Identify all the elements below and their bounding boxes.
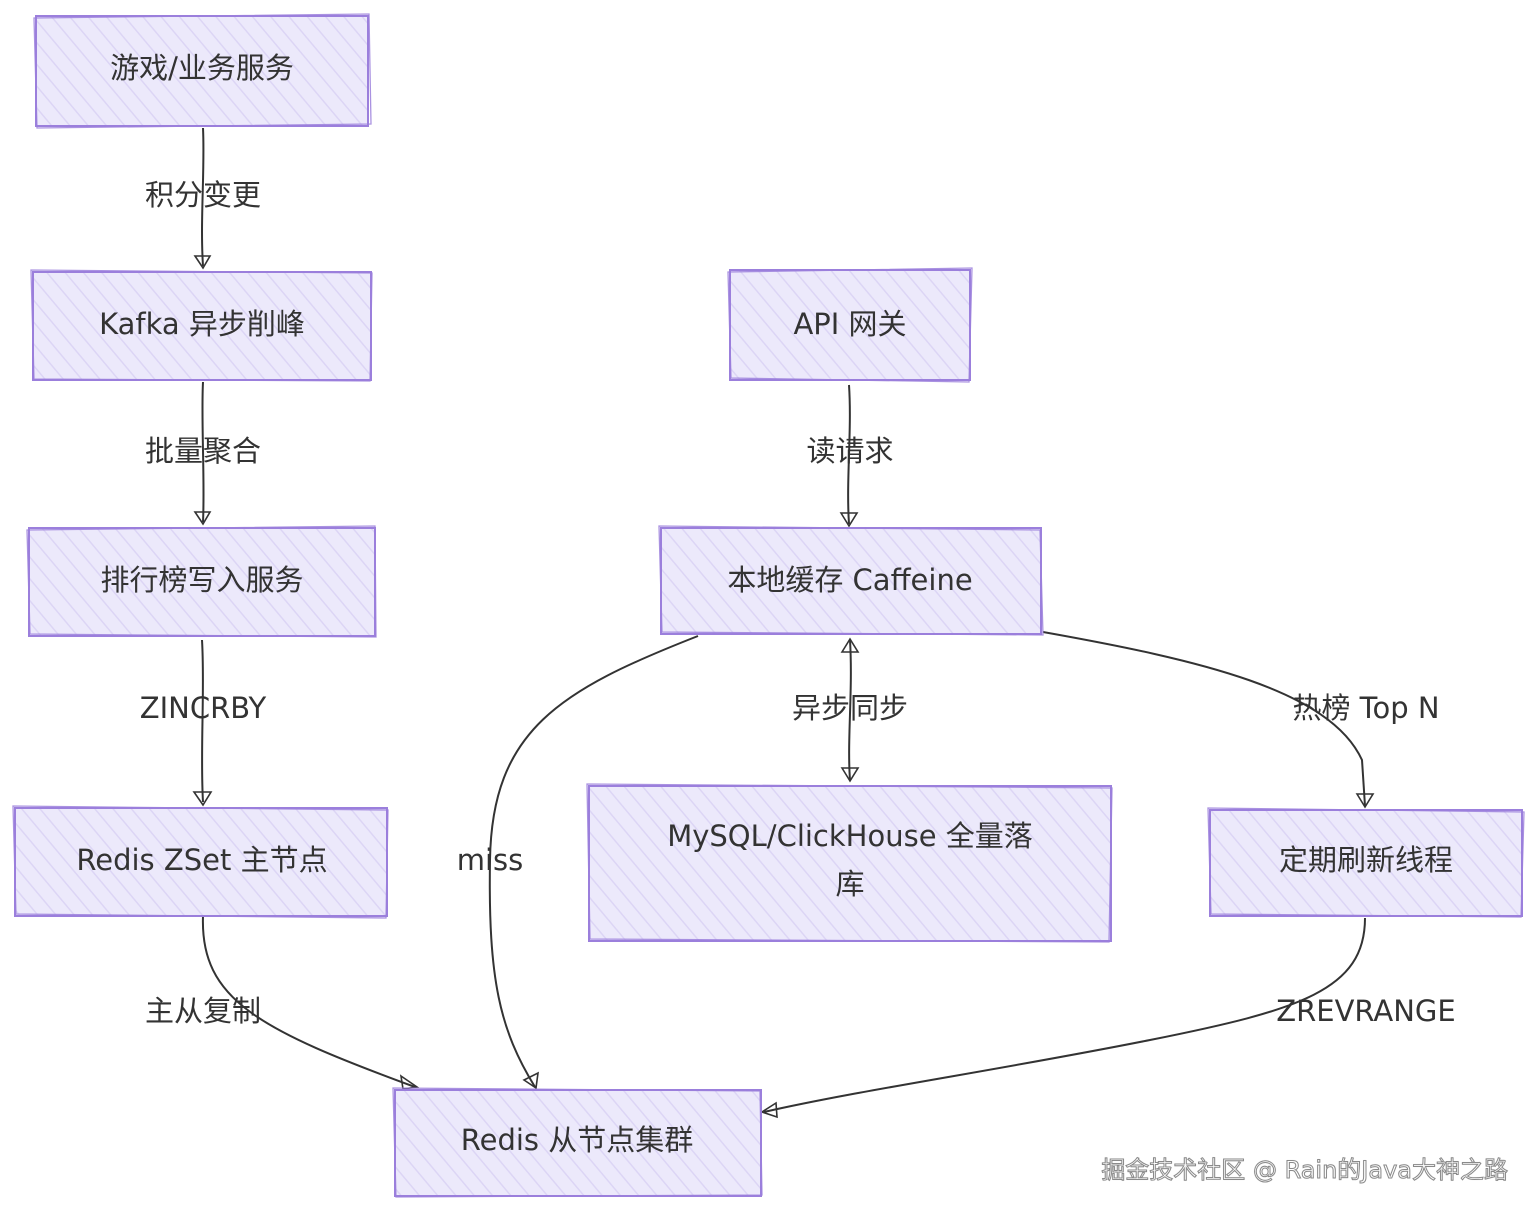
node-storage: MySQL/ClickHouse 全量落 库	[586, 783, 1113, 943]
edge-batch-aggregate	[201, 381, 205, 523]
node-label-refresh-thread: 定期刷新线程	[1279, 843, 1453, 877]
node-kafka: Kafka 异步削峰	[30, 269, 373, 382]
arrowhead-icon	[193, 511, 212, 526]
node-redis-master: Redis ZSet 主节点	[12, 805, 389, 919]
edge-miss	[488, 635, 699, 1088]
edge-labels: 积分变更 批量聚合 ZINCRBY 主从复制 读请求 异步同步 热榜 Top N…	[140, 178, 1456, 1028]
arrowhead-icon	[1355, 793, 1375, 809]
node-refresh-thread: 定期刷新线程	[1207, 807, 1525, 918]
arrowhead-icon	[760, 1101, 778, 1119]
node-label-rank-writer: 排行榜写入服务	[100, 563, 303, 597]
edge-label-async-sync: 异步同步	[792, 691, 908, 725]
edge-label-hot-top-n: 热榜 Top N	[1292, 691, 1439, 725]
node-label-game-service: 游戏/业务服务	[110, 51, 294, 85]
edge-label-batch-aggregate: 批量聚合	[145, 434, 261, 468]
edge-zincrby	[201, 639, 204, 803]
watermark: 掘金技术社区 @ Rain的Java大神之路	[1101, 1156, 1509, 1185]
edge-master-slave	[201, 915, 416, 1088]
node-rank-writer: 排行榜写入服务	[26, 525, 377, 638]
edge-label-read-request: 读请求	[806, 434, 893, 468]
node-game-service: 游戏/业务服务	[33, 13, 372, 129]
edge-score-change	[201, 127, 205, 267]
arrowhead-icon	[522, 1071, 539, 1090]
edge-async-sync	[848, 639, 852, 781]
edge-label-score-change: 积分变更	[145, 178, 261, 212]
edge-label-miss: miss	[457, 843, 524, 877]
node-label-storage-line2: 库	[835, 867, 864, 901]
edge-hot-top-n	[1042, 631, 1366, 807]
node-label-api-gateway: API 网关	[793, 307, 906, 341]
node-label-local-cache: 本地缓存 Caffeine	[727, 563, 972, 597]
node-local-cache: 本地缓存 Caffeine	[658, 525, 1044, 636]
edges	[192, 127, 1375, 1119]
arrowhead-icon	[840, 637, 860, 653]
node-label-redis-slaves: Redis 从节点集群	[461, 1123, 693, 1157]
node-label-redis-master: Redis ZSet 主节点	[76, 843, 327, 877]
node-redis-slaves: Redis 从节点集群	[392, 1087, 763, 1198]
edge-read-request	[847, 384, 851, 525]
arrowhead-icon	[192, 791, 213, 807]
node-api-gateway: API 网关	[727, 267, 973, 383]
arrowhead-icon	[193, 255, 212, 270]
edge-label-zincrby: ZINCRBY	[140, 691, 267, 725]
edge-label-master-slave: 主从复制	[145, 994, 261, 1028]
arrowhead-icon	[839, 512, 859, 528]
node-label-storage-line1: MySQL/ClickHouse 全量落	[667, 819, 1033, 853]
edge-zrevrange	[763, 917, 1366, 1113]
edge-label-zrevrange: ZREVRANGE	[1276, 994, 1455, 1028]
arrowhead-icon	[840, 767, 860, 783]
node-label-kafka: Kafka 异步削峰	[99, 307, 305, 341]
